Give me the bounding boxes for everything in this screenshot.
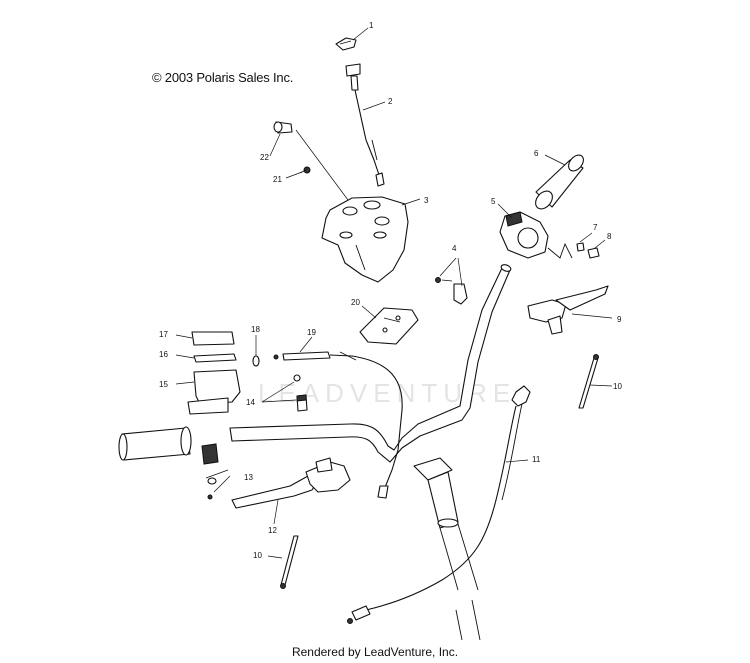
callout-3: 3 bbox=[424, 196, 429, 205]
part-6-grip-right[interactable] bbox=[532, 152, 586, 212]
callout-10-left: 10 bbox=[253, 551, 262, 560]
part-15-master-cylinder[interactable] bbox=[187, 369, 241, 415]
part-22-link-line bbox=[295, 129, 349, 201]
footer-credit: Rendered by LeadVenture, Inc. bbox=[291, 645, 459, 659]
callout-10-right: 10 bbox=[613, 382, 622, 391]
part-10-bolt-right[interactable] bbox=[578, 354, 599, 409]
handlebar[interactable] bbox=[229, 263, 512, 463]
part-14-clip[interactable] bbox=[293, 374, 308, 412]
part-19-brake-cable[interactable] bbox=[273, 351, 403, 499]
part-3-housing[interactable] bbox=[321, 196, 409, 283]
callout-2: 2 bbox=[388, 97, 393, 106]
steering-post[interactable] bbox=[413, 457, 481, 641]
callout-17: 17 bbox=[159, 330, 168, 339]
callout-labels: 1 2 3 4 5 6 7 8 9 10 10 11 12 13 14 15 1… bbox=[159, 21, 622, 560]
part-9-lever-right[interactable] bbox=[527, 285, 609, 335]
callout-8: 8 bbox=[607, 232, 612, 241]
callout-13: 13 bbox=[244, 473, 253, 482]
leader-lines bbox=[175, 27, 613, 559]
part-20-bracket[interactable] bbox=[359, 307, 419, 345]
part-5-throttle-assembly[interactable] bbox=[499, 211, 573, 259]
callout-16: 16 bbox=[159, 350, 168, 359]
callout-11: 11 bbox=[532, 455, 541, 464]
grip-left[interactable] bbox=[118, 426, 192, 461]
watermark-text: LEADVENTURE bbox=[258, 378, 516, 408]
part-17-cover[interactable] bbox=[191, 331, 235, 346]
callout-14: 14 bbox=[246, 398, 255, 407]
callout-9: 9 bbox=[617, 315, 622, 324]
callout-12: 12 bbox=[268, 526, 277, 535]
callout-7: 7 bbox=[593, 223, 598, 232]
part-22-fitting[interactable] bbox=[273, 121, 293, 134]
part-12-lever-left[interactable] bbox=[231, 457, 351, 509]
part-7-nut[interactable] bbox=[576, 242, 585, 252]
callout-5: 5 bbox=[491, 197, 496, 206]
callout-15: 15 bbox=[159, 380, 168, 389]
callout-22: 22 bbox=[260, 153, 269, 162]
part-2-plunger-cable[interactable] bbox=[345, 63, 385, 187]
callout-4: 4 bbox=[452, 244, 457, 253]
part-13-switch-block[interactable] bbox=[201, 443, 219, 500]
callout-21: 21 bbox=[273, 175, 282, 184]
callout-6: 6 bbox=[534, 149, 539, 158]
part-18-o-ring[interactable] bbox=[252, 355, 260, 367]
callout-1: 1 bbox=[369, 21, 374, 30]
part-8-cap[interactable] bbox=[587, 247, 600, 259]
callout-19: 19 bbox=[307, 328, 316, 337]
callout-18: 18 bbox=[251, 325, 260, 334]
part-1-cap[interactable] bbox=[335, 37, 357, 51]
part-16-gasket[interactable] bbox=[193, 353, 237, 363]
part-4-clamp[interactable] bbox=[435, 277, 468, 305]
part-11-throttle-cable[interactable] bbox=[347, 385, 531, 624]
copyright-text: © 2003 Polaris Sales Inc. bbox=[152, 70, 294, 85]
part-10-bolt-left[interactable] bbox=[280, 535, 299, 589]
callout-20: 20 bbox=[351, 298, 360, 307]
